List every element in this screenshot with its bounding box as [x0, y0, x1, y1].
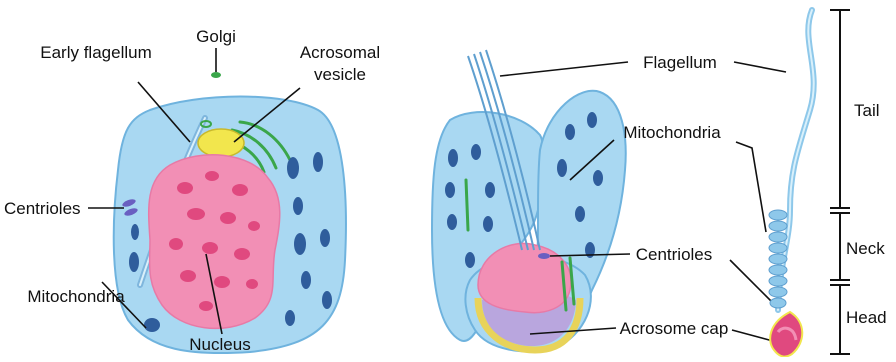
nucleus-structure: [149, 155, 280, 329]
acrosomal-vesicle-structure: [198, 129, 244, 157]
label-acrosome-cap: Acrosome cap: [620, 319, 729, 338]
centriole-mid-structure: [538, 253, 550, 259]
label-tail: Tail: [854, 101, 880, 120]
leader-mitochondria-mid-2: [736, 142, 766, 232]
label-acrosomal-vesicle-2: vesicle: [314, 65, 366, 84]
leader-flagellum-left: [500, 62, 628, 76]
leader-centrioles-mid-2: [730, 260, 776, 306]
leader-flagellum-right: [734, 62, 786, 72]
developing-spermatid-cell: [432, 50, 626, 351]
golgi-marker: [211, 72, 221, 78]
label-head: Head: [846, 308, 887, 327]
label-mitochondria-mid: Mitochondria: [623, 123, 721, 142]
sperm-midpiece: [769, 210, 787, 308]
label-early-flagellum: Early flagellum: [40, 43, 152, 62]
mature-spermatozoon: [769, 10, 814, 357]
label-nucleus: Nucleus: [189, 335, 250, 354]
label-acrosomal-vesicle-1: Acrosomal: [300, 43, 380, 62]
sperm-head: [770, 312, 802, 357]
label-flagellum: Flagellum: [643, 53, 717, 72]
label-golgi: Golgi: [196, 27, 236, 46]
label-centrioles-mid: Centrioles: [636, 245, 713, 264]
label-centrioles-left: Centrioles: [4, 199, 81, 218]
early-spermatid-cell: [114, 72, 346, 353]
region-brackets: [830, 10, 850, 354]
label-neck: Neck: [846, 239, 885, 258]
